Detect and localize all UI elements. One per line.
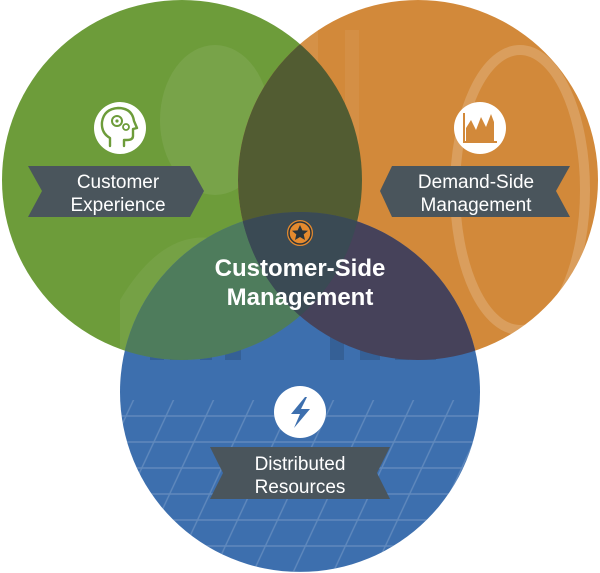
distributed-label-line1: Distributed (255, 454, 346, 475)
star-icon (285, 218, 315, 248)
head-gears-icon (94, 102, 146, 154)
overlap-green-blue (120, 212, 362, 360)
center-label-line1: Customer-Side (215, 255, 386, 282)
ribbon-demand-side: Demand-Side Management (380, 166, 570, 217)
distributed-label-line2: Resources (255, 477, 346, 498)
center-label-line2: Management (227, 284, 374, 311)
ribbon-customer-experience: Customer Experience (28, 166, 204, 217)
overlap-orange-blue (238, 212, 480, 360)
ribbon-distributed: Distributed Resources (210, 447, 390, 499)
demand-side-label-line1: Demand-Side (418, 172, 534, 193)
bar-chart-icon (454, 102, 506, 154)
customer-experience-label-line1: Customer (77, 172, 160, 193)
demand-side-label-line2: Management (421, 195, 533, 216)
customer-experience-label-line2: Experience (70, 195, 165, 216)
lightning-bolt-icon (274, 386, 326, 438)
